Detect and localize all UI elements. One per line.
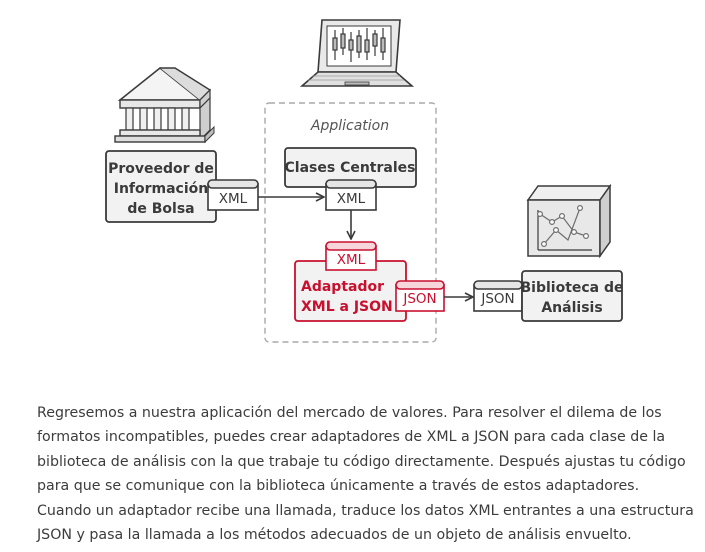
adapter-xml-tag: XML xyxy=(325,241,377,271)
provider-xml-tag-label: XML xyxy=(219,191,248,207)
analytics-library-box xyxy=(521,270,623,322)
description-paragraph: Regresemos a nuestra aplicación del merc… xyxy=(37,405,694,544)
analytics-label-line2: Análisis xyxy=(541,300,602,316)
adapter-xml-tag-label: XML xyxy=(337,252,366,268)
core-xml-tag-label: XML xyxy=(337,191,366,207)
analytics-json-tag-label: JSON xyxy=(480,291,514,307)
core-classes-label: Clases Centrales xyxy=(285,160,416,176)
analytics-label-line1: Biblioteca de xyxy=(520,280,623,296)
adapter-label-line1: Adaptador xyxy=(301,279,384,295)
analytics-json-tag: JSON xyxy=(473,280,523,312)
analytics-box-icon xyxy=(526,183,612,259)
stock-exchange-building-icon xyxy=(114,66,215,144)
stock-provider-label-line3: de Bolsa xyxy=(127,201,194,217)
application-boundary xyxy=(264,102,437,343)
adapter-diagram: Application xyxy=(105,19,624,343)
adapter-json-tag-label: JSON xyxy=(402,291,436,307)
core-xml-tag: XML xyxy=(325,179,377,211)
application-label: Application xyxy=(310,118,389,134)
adapter-json-tag: JSON xyxy=(395,280,445,312)
stock-provider-label-line1: Proveedor de xyxy=(108,161,214,177)
laptop-chart-icon xyxy=(299,19,415,87)
stock-provider-label-line2: Información xyxy=(114,181,209,197)
provider-xml-tag: XML xyxy=(207,179,259,211)
adapter-label-line2: XML a JSON xyxy=(301,299,393,315)
